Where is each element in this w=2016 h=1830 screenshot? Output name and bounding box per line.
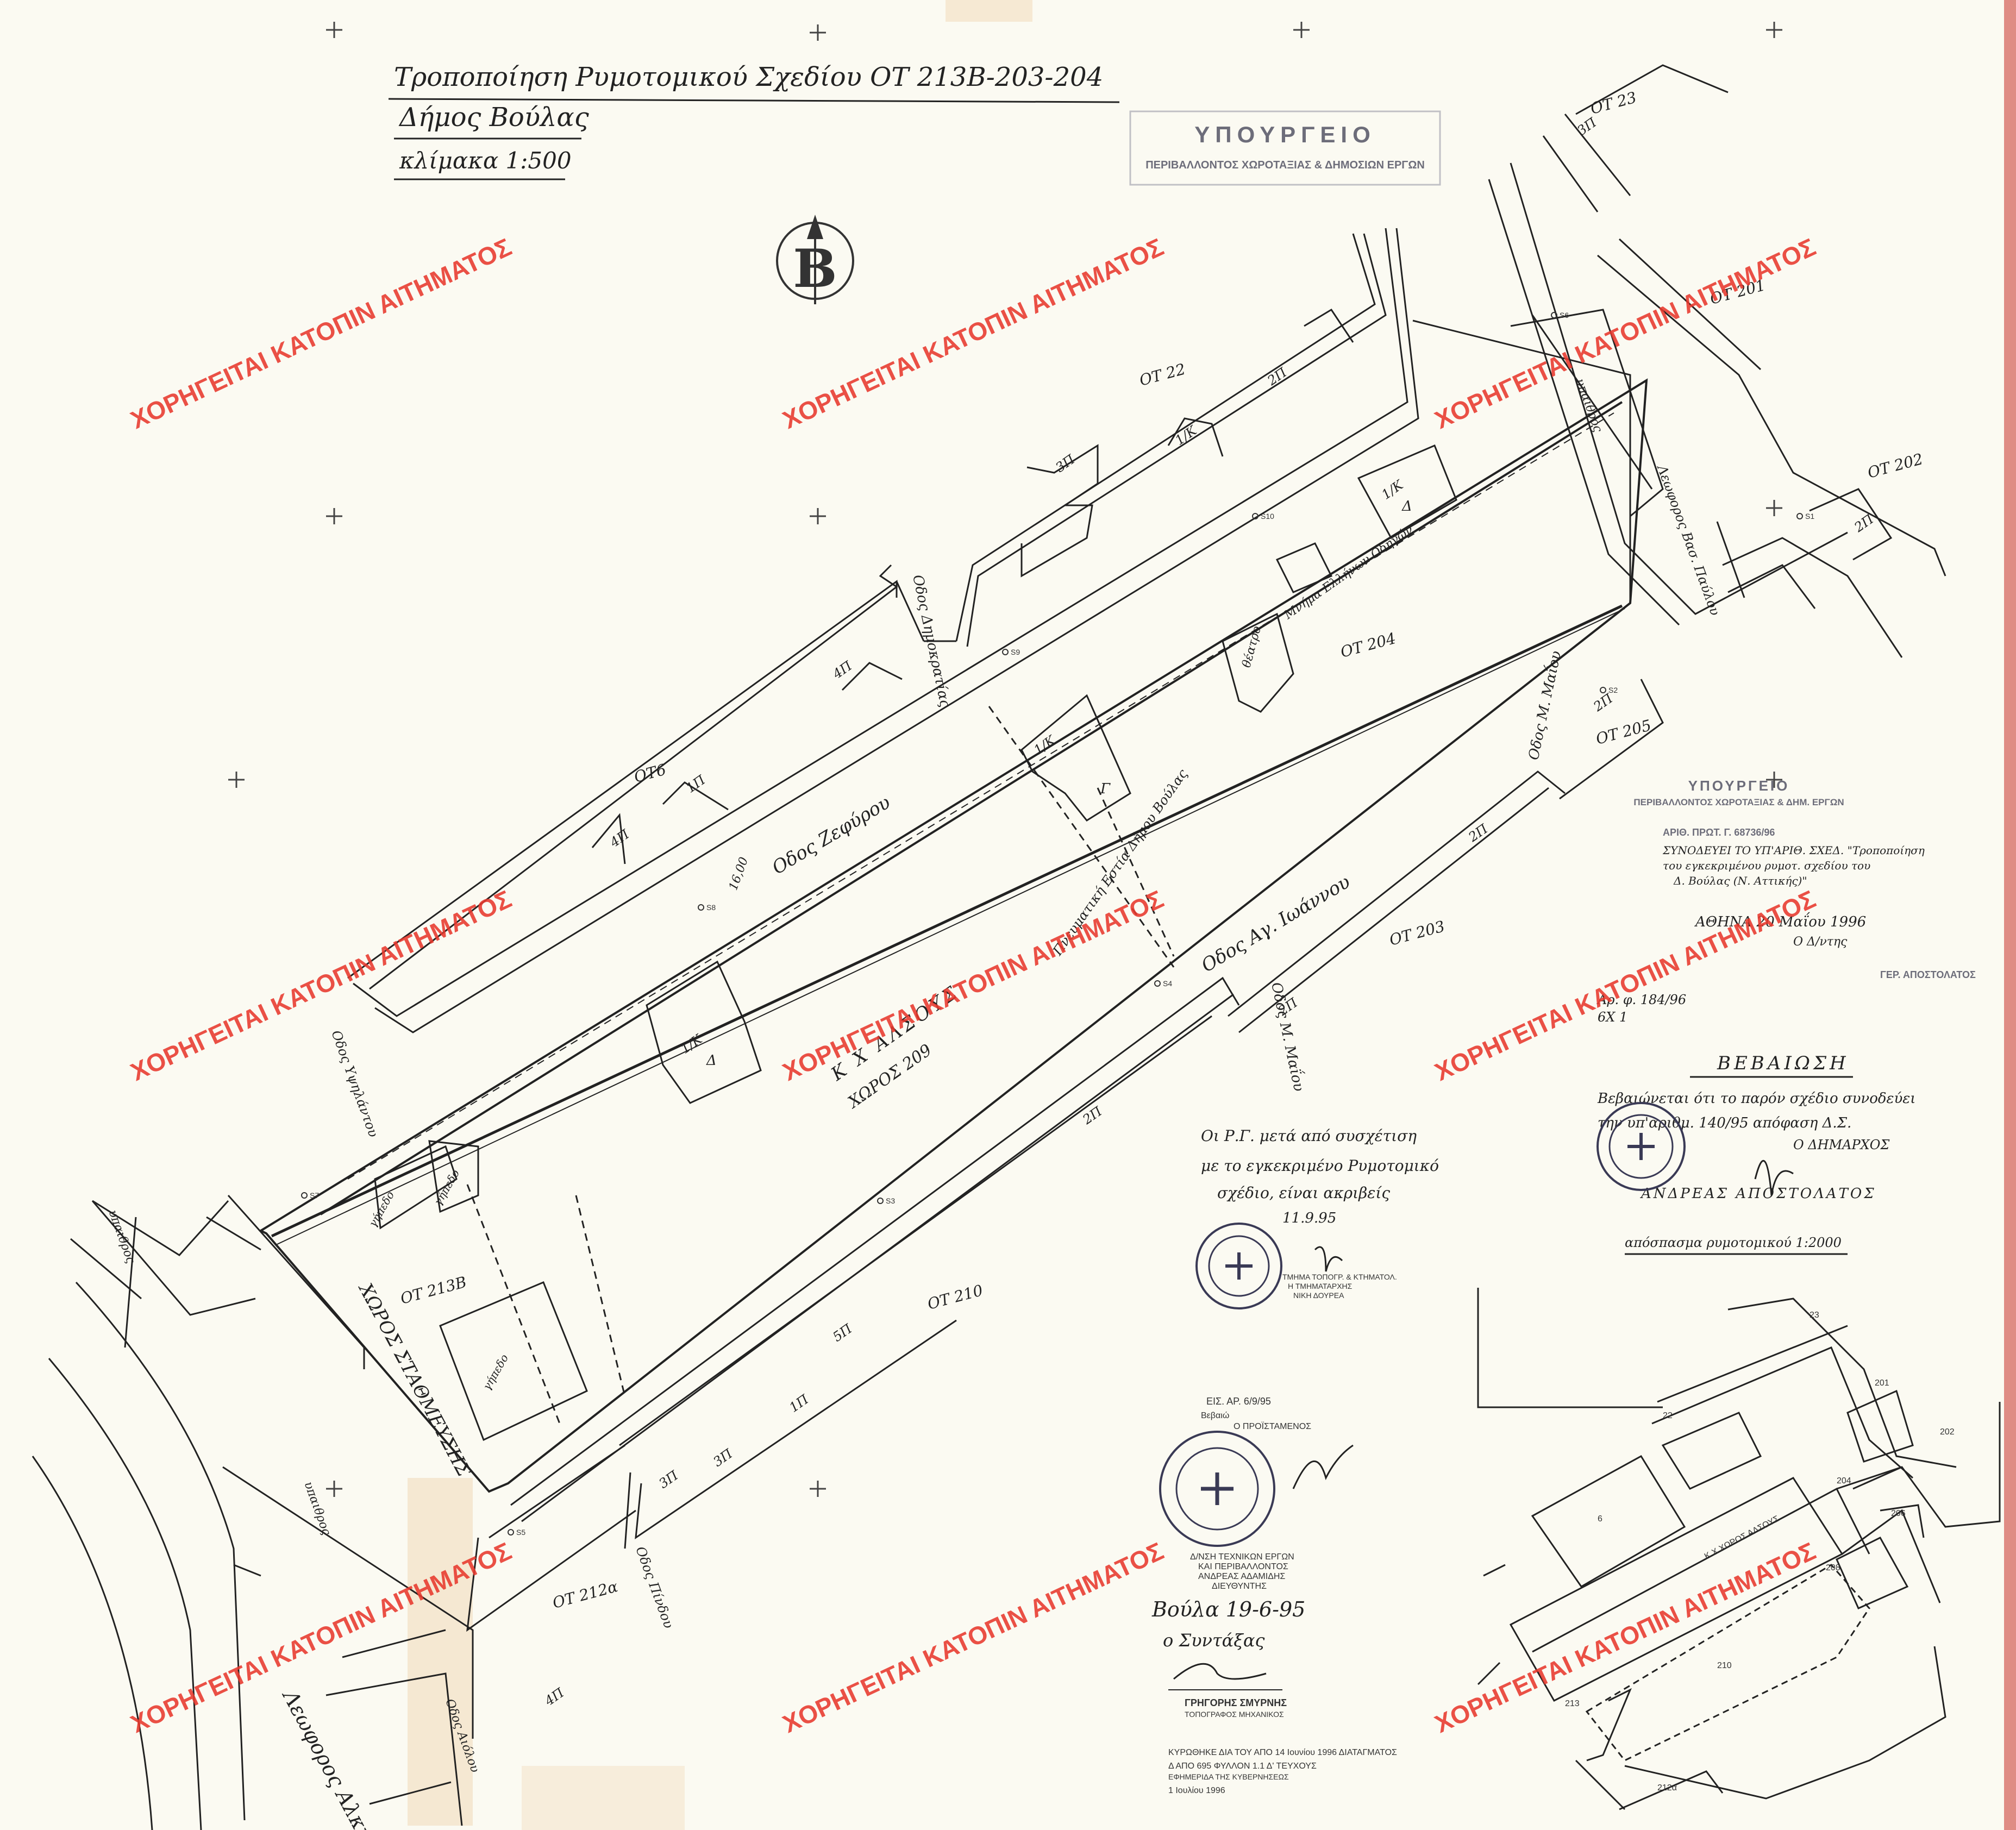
inset-212a: 212α (1657, 1783, 1677, 1793)
signer1-line-3: ΝΙΚΗ ΔΟΥΡΕΑ (1293, 1291, 1344, 1300)
signer2-line-2: ΚΑΙ ΠΕΡΙΒΑΛΛΟΝΤΟΣ (1198, 1562, 1288, 1571)
stamp-right-line6: Δ. Βούλας (Ν. Αττικής)" (1673, 874, 1807, 887)
inset-map (1477, 1288, 2001, 1810)
signer1-line-1: ΤΜΗΜΑ ΤΟΠΟΓΡ. & ΚΤΗΜΑΤΟΛ. (1282, 1273, 1397, 1281)
point-s4: S4 (1163, 979, 1172, 988)
inset-210: 210 (1717, 1661, 1732, 1670)
cert-text-1: Βεβαιώνεται ότι το παρόν σχέδιο συνοδεύε… (1597, 1091, 1915, 1107)
composer-title: ΤΟΠΟΓΡΑΦΟΣ ΜΗΧΑΝΙΚΟΣ (1185, 1710, 1284, 1719)
composer-role: ο Συντάξας (1163, 1630, 1265, 1651)
label-delta: Δ (706, 1052, 717, 1069)
label-gamma: Γ (1100, 781, 1111, 797)
survey-note: Οι Ρ.Γ. μετά από συσχέτιση με το εγκεκρι… (1195, 1127, 1439, 1309)
stamp-right-line1: ΥΠΟΥΡΓΕΙΟ (1688, 778, 1790, 794)
eis-line-3: Ο ΠΡΟΪΣΤΑΜΕΝΟΣ (1234, 1421, 1311, 1431)
decree-line-1: ΚΥΡΩΘΗΚΕ ΔΙΑ ΤΟΥ ΑΠΟ 14 Ιουνίου 1996 ΔΙΑ… (1168, 1748, 1397, 1757)
inset-206: 206 (1891, 1509, 1906, 1518)
cert-mayor: Ο ΔΗΜΑΡΧΟΣ (1793, 1137, 1890, 1152)
eis-line-1: ΕΙΣ. ΑΡ. 6/9/95 (1206, 1396, 1271, 1407)
point-s7: S7 (310, 1191, 319, 1200)
point-s9: S9 (1011, 648, 1020, 656)
stamp-right-line7: ΑΘΗΝΑ 20 Μαΐου 1996 (1694, 912, 1866, 930)
note-line-2: με το εγκεκριμένο Ρυμοτομικό (1201, 1157, 1439, 1175)
inset-204: 204 (1837, 1476, 1851, 1486)
inset-201: 201 (1875, 1378, 1889, 1388)
director-stamp: ΕΙΣ. ΑΡ. 6/9/95 Βεβαιώ Ο ΠΡΟΪΣΤΑΜΕΝΟΣ Δ/… (1159, 1396, 1354, 1591)
note-date: 11.9.95 (1282, 1210, 1336, 1226)
point-s2: S2 (1608, 686, 1618, 694)
inset-202: 202 (1940, 1427, 1955, 1437)
decree-line-3: ΕΦΗΜΕΡΙΔΑ ΤΗΣ ΚΥΒΕΡΝΗΣΕΩΣ (1168, 1772, 1289, 1781)
ministry-stamp-right: ΥΠΟΥΡΓΕΙΟ ΠΕΡΙΒΑΛΛΟΝΤΟΣ ΧΩΡΟΤΑΞΙΑΣ & ΔΗΜ… (1633, 778, 1976, 980)
composer-name: ΓΡΗΓΟΡΗΣ ΣΜΥΡΝΗΣ (1185, 1697, 1287, 1708)
point-s8: S8 (706, 903, 716, 912)
stamp-right-line2: ΠΕΡΙΒΑΛΛΟΝΤΟΣ ΧΩΡΟΤΑΞΙΑΣ & ΔΗΜ. ΕΡΓΩΝ (1633, 797, 1844, 807)
municipality-label: Δήμος Βούλας (398, 102, 589, 133)
decree-line-2: Δ ΑΠΟ 695 ΦΥΛΛΟΝ 1.1 Δ' ΤΕΥΧΟΥΣ (1168, 1762, 1317, 1771)
composer-place-date: Βούλα 19-6-95 (1151, 1597, 1305, 1621)
inset-213: 213 (1565, 1699, 1580, 1708)
point-s5: S5 (516, 1528, 525, 1537)
stamp-right-line3: ΑΡΙΘ. ΠΡΩΤ. Γ. 68736/96 (1663, 827, 1775, 838)
signer1-line-2: Η ΤΜΗΜΑΤΑΡΧΗΣ (1288, 1282, 1353, 1290)
inset-6: 6 (1598, 1514, 1602, 1524)
point-s1: S1 (1805, 512, 1814, 521)
point-s6: S6 (1560, 311, 1569, 319)
inset-22: 22 (1663, 1411, 1673, 1420)
inset-208: 208 (1826, 1563, 1840, 1572)
signer2-line-4: ΔΙΕΥΘΥΝΤΗΣ (1212, 1582, 1267, 1591)
cert-prot: Αρ. φ. 184/96 (1596, 992, 1686, 1007)
stamp-top-line1: ΥΠΟΥΡΓΕΙΟ (1194, 122, 1375, 147)
point-s10: S10 (1261, 512, 1274, 521)
note-line-3: σχέδιο, είναι ακριβείς (1217, 1184, 1390, 1202)
signer2-line-3: ΑΝΔΡΕΑΣ ΑΔΑΜΙΔΗΣ (1198, 1572, 1285, 1581)
stamp-right-line9: ΓΕΡ. ΑΠΟΣΤΟΛΑΤΟΣ (1880, 969, 1976, 980)
composer-block: Βούλα 19-6-95 ο Συντάξας ΓΡΗΓΟΡΗΣ ΣΜΥΡΝΗ… (1151, 1597, 1305, 1719)
stamp-right-line4: ΣΥΝΟΔΕΥΕΙ ΤΟ ΥΠ'ΑΡΙΘ. ΣΧΕΔ. "Τροποποίηση (1662, 844, 1925, 857)
eis-line-2: Βεβαιώ (1201, 1411, 1229, 1420)
point-s3: S3 (886, 1196, 895, 1205)
survey-points: S1 S2 S3 S4 S5 S6 S7 S8 S9 S10 (301, 311, 1814, 1537)
plan-title: Τροποποίηση Ρυμοτομικού Σχεδίου ΟΤ 213Β-… (394, 62, 1103, 92)
stamp-right-line5: του εγκεκριμένου ρυμοτ. σχεδίου του (1663, 859, 1870, 872)
stamp-top-line2: ΠΕΡΙΒΑΛΛΟΝΤΟΣ ΧΩΡΟΤΑΞΙΑΣ & ΔΗΜΟΣΙΩΝ ΕΡΓΩ… (1145, 159, 1425, 171)
title-block: Τροποποίηση Ρυμοτομικού Σχεδίου ΟΤ 213Β-… (388, 62, 1120, 180)
decree-line-4: 1 Ιουλίου 1996 (1168, 1786, 1225, 1795)
cert-text-2: την υπ'αριθμ. 140/95 απόφαση Δ.Σ. (1598, 1115, 1851, 1131)
north-arrow-icon: Β (776, 215, 854, 304)
scale-label: κλίμακα 1:500 (399, 147, 572, 174)
cert-heading: ΒΕΒΑΙΩΣΗ (1717, 1052, 1849, 1074)
inset-23: 23 (1810, 1311, 1819, 1320)
cert-sub: 6Χ 1 (1598, 1010, 1627, 1025)
stamp-right-line8: Ο Δ/ντης (1793, 935, 1848, 949)
signer2-line-1: Δ/ΝΣΗ ΤΕΧΝΙΚΩΝ ΕΡΓΩΝ (1190, 1552, 1294, 1562)
street-network (32, 64, 1946, 1830)
cert-apospasma: απόσπασμα ρυμοτομικού 1:2000 (1625, 1235, 1842, 1250)
certification-block: Αρ. φ. 184/96 6Χ 1 ΒΕΒΑΙΩΣΗ Βεβαιώνεται … (1596, 992, 1915, 1255)
ministry-stamp-top: ΥΠΟΥΡΓΕΙΟ ΠΕΡΙΒΑΛΛΟΝΤΟΣ ΧΩΡΟΤΑΞΙΑΣ & ΔΗΜ… (1129, 110, 1441, 186)
note-line-1: Οι Ρ.Γ. μετά από συσχέτιση (1201, 1127, 1417, 1145)
registration-marks (228, 22, 1782, 1497)
cert-name: ΑΝΔΡΕΑΣ ΑΠΟΣΤΟΛΑΤΟΣ (1640, 1186, 1876, 1202)
north-arrow-letter: Β (793, 238, 837, 299)
label-delta-2: Δ (1401, 498, 1412, 515)
decree-stamp: ΚΥΡΩΘΗΚΕ ΔΙΑ ΤΟΥ ΑΠΟ 14 Ιουνίου 1996 ΔΙΑ… (1168, 1748, 1397, 1795)
